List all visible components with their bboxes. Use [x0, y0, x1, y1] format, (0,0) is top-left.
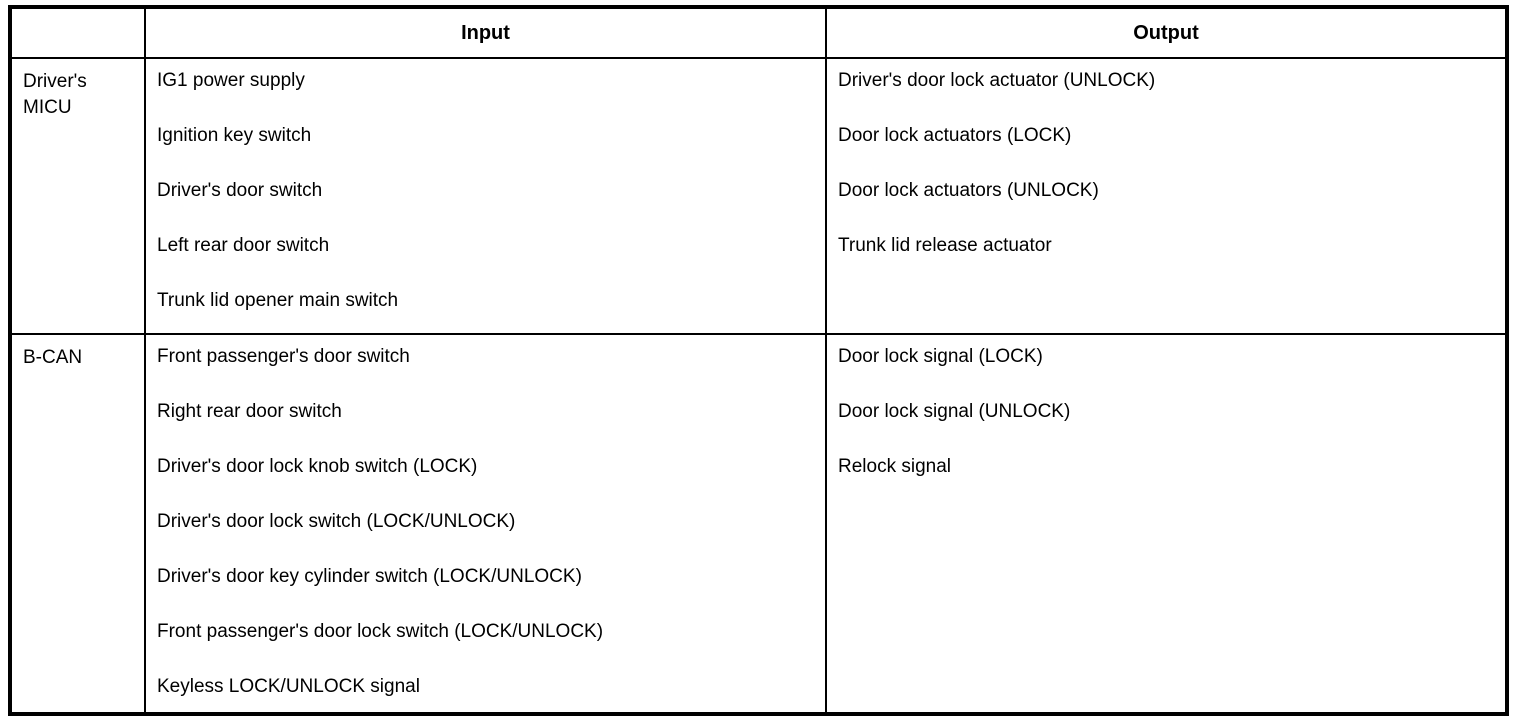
list-item: Door lock signal (LOCK): [838, 346, 1043, 367]
list-item: Driver's door key cylinder switch (LOCK/…: [157, 566, 582, 587]
outputs-cell: Door lock signal (LOCK) Door lock signal …: [825, 333, 1508, 715]
list-item: Right rear door switch: [157, 401, 342, 422]
list-item: Driver's door lock actuator (UNLOCK): [838, 70, 1156, 91]
list-item: IG1 power supply: [157, 70, 305, 91]
column-header-output: Output: [825, 6, 1508, 59]
list-item: Relock signal: [838, 456, 951, 477]
list-item: Driver's door lock knob switch (LOCK): [157, 456, 478, 477]
list-item: Keyless LOCK/UNLOCK signal: [157, 676, 420, 697]
column-header-input: Input: [144, 6, 827, 59]
list-item: Driver's door lock switch (LOCK/UNLOCK): [157, 511, 516, 532]
list-item: Front passenger's door lock switch (LOCK…: [157, 621, 604, 642]
list-item: Left rear door switch: [157, 235, 330, 256]
column-header-source: [9, 6, 146, 59]
list-item: Trunk lid opener main switch: [157, 290, 399, 311]
list-item: Driver's door switch: [157, 180, 323, 201]
list-item: Door lock actuators (LOCK): [838, 125, 1072, 146]
header-row: Input Output: [9, 6, 1508, 59]
row-source-cell: B-CAN: [9, 333, 146, 715]
list-item: Door lock actuators (UNLOCK): [838, 180, 1099, 201]
list-item: Door lock signal (UNLOCK): [838, 401, 1071, 422]
list-item: Ignition key switch: [157, 125, 312, 146]
list-item: Front passenger's door switch: [157, 346, 410, 367]
list-item: Trunk lid release actuator: [838, 235, 1052, 256]
io-signal-table: Input Output Driver's MICU IG1 power sup…: [8, 5, 1509, 716]
outputs-cell: Driver's door lock actuator (UNLOCK) Door…: [825, 57, 1508, 335]
row-source-cell: Driver's MICU: [9, 57, 146, 335]
